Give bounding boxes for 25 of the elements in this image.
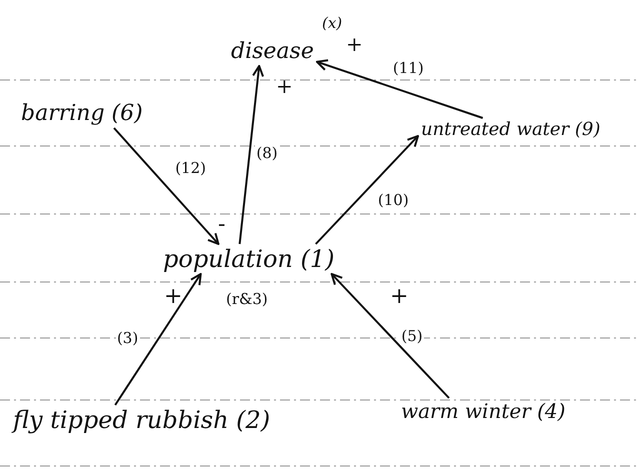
edge-label: (8) (255, 145, 279, 162)
arrow (315, 135, 419, 245)
arrow (330, 273, 450, 399)
concept-text: warm winter (4) (401, 399, 566, 423)
polarity-sign: + (164, 286, 182, 308)
polarity-sign: (r&3) (226, 292, 268, 307)
arrow (316, 59, 484, 119)
polarity-sign: - (218, 214, 226, 236)
polarity-sign: + (276, 76, 293, 96)
edge-label: (5) (400, 328, 424, 344)
polarity-sign: + (390, 286, 408, 308)
variable-number: (x) (322, 14, 342, 32)
concept-text: population (1) (163, 245, 334, 273)
arrow (114, 273, 202, 406)
edge-label: (10) (376, 192, 410, 208)
edge-label: (11) (392, 60, 425, 76)
concept-text: fly tipped rubbish (2) (13, 406, 270, 434)
edge-label: (12) (174, 160, 207, 176)
concept-text: untreated water (9) (421, 119, 600, 140)
concept-text: disease (231, 39, 314, 64)
polarity-sign: + (346, 34, 363, 54)
concept-text: barring (6) (21, 101, 143, 126)
arrow (113, 127, 220, 245)
edge-label: (3) (116, 330, 140, 346)
arrow (238, 65, 264, 244)
